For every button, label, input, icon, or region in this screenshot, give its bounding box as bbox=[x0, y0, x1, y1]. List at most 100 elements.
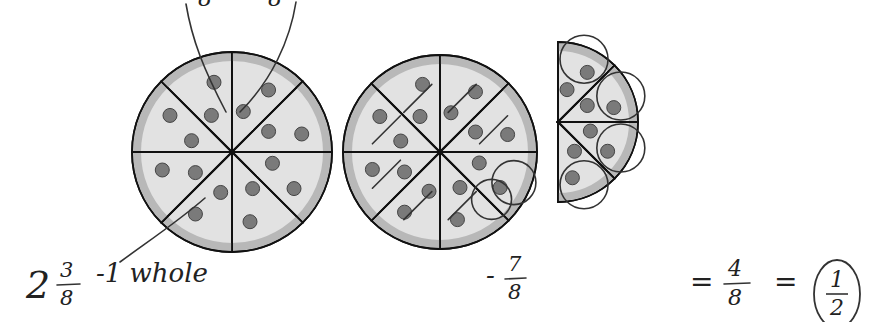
pepperoni bbox=[607, 101, 621, 115]
pepperoni bbox=[204, 108, 218, 122]
cross-out-mark bbox=[372, 116, 400, 144]
pepperoni bbox=[580, 65, 594, 79]
pencil-arc bbox=[186, 4, 226, 112]
pepperoni bbox=[501, 128, 515, 142]
pepperoni bbox=[262, 124, 276, 138]
pizza-slice bbox=[558, 65, 638, 122]
note: -1 whole bbox=[96, 260, 208, 286]
denominator: 8 bbox=[60, 288, 73, 309]
pizza-slice bbox=[132, 152, 232, 223]
pizza-slice bbox=[558, 122, 615, 202]
pencil-circle bbox=[560, 35, 608, 83]
pepperoni bbox=[243, 215, 257, 229]
fraction-digit: 8 bbox=[268, 0, 282, 10]
pepperoni bbox=[398, 205, 412, 219]
leader-line bbox=[120, 198, 205, 262]
pizza bbox=[558, 42, 638, 202]
pencil-circle bbox=[597, 124, 645, 172]
pepperoni bbox=[565, 171, 579, 185]
pizza-slice bbox=[343, 152, 440, 221]
pizza-crust bbox=[375, 60, 440, 87]
pepperoni bbox=[560, 83, 574, 97]
pepperoni bbox=[373, 110, 387, 124]
circled-answer: 12 bbox=[812, 258, 862, 322]
pepperoni bbox=[580, 99, 594, 113]
pepperoni bbox=[397, 165, 411, 179]
pepperoni bbox=[444, 106, 458, 120]
minus-sign: - bbox=[486, 262, 495, 288]
pepperoni bbox=[422, 184, 436, 198]
pepperoni bbox=[236, 105, 250, 119]
pizza-crust bbox=[505, 87, 532, 152]
pepperoni bbox=[567, 144, 581, 158]
pepperoni bbox=[413, 109, 427, 123]
numerator: 3 bbox=[60, 260, 73, 281]
pizza-slice bbox=[232, 81, 332, 152]
fraction-bar bbox=[826, 293, 848, 295]
pepperoni bbox=[246, 182, 260, 196]
pencil-marks bbox=[57, 2, 750, 285]
pizza-crust bbox=[348, 152, 375, 217]
pepperoni bbox=[472, 156, 486, 170]
pizza-slice bbox=[371, 55, 440, 152]
circle-outline bbox=[814, 260, 860, 322]
pencil-circle bbox=[560, 161, 608, 209]
denominator: 8 bbox=[508, 282, 521, 303]
denominator: 2 bbox=[830, 297, 844, 319]
fraction-bar bbox=[57, 284, 80, 285]
pepperoni bbox=[155, 163, 169, 177]
pencil-circle bbox=[492, 161, 536, 205]
numerator: 4 bbox=[728, 258, 742, 280]
numerator: 1 bbox=[830, 269, 844, 291]
pepperoni bbox=[262, 83, 276, 97]
cross-out-mark bbox=[480, 116, 508, 144]
equals-sign: = bbox=[690, 268, 713, 296]
pepperoni bbox=[468, 85, 482, 99]
pencil-arc bbox=[240, 2, 296, 112]
pizza-slice bbox=[371, 55, 440, 152]
pepperoni bbox=[469, 125, 483, 139]
pizza-slice bbox=[232, 152, 303, 252]
fraction-digit: 8 bbox=[198, 0, 212, 10]
cross-out-mark bbox=[372, 160, 400, 188]
pencil-circle bbox=[472, 179, 512, 219]
pepperoni bbox=[601, 144, 615, 158]
pizza-slice bbox=[558, 65, 638, 122]
cross-out-mark bbox=[404, 84, 432, 112]
pizza bbox=[132, 52, 332, 252]
pizza-slice bbox=[558, 122, 615, 202]
cross-out-mark bbox=[404, 192, 432, 220]
pepperoni bbox=[214, 185, 228, 199]
fraction-bar bbox=[724, 283, 750, 284]
pepperoni bbox=[365, 162, 379, 176]
pizza-crust bbox=[348, 87, 375, 152]
pizza-slice bbox=[343, 152, 440, 221]
pepperoni bbox=[265, 156, 279, 170]
pepperoni bbox=[163, 108, 177, 122]
cross-out-mark bbox=[448, 84, 476, 112]
pepperoni bbox=[188, 166, 202, 180]
whole-number: 2 bbox=[26, 266, 50, 304]
pizza-crust bbox=[440, 60, 505, 87]
pizza bbox=[343, 55, 537, 249]
pizza-slice bbox=[232, 152, 303, 252]
pizza-slice bbox=[232, 81, 332, 152]
pizza-crust bbox=[440, 217, 505, 244]
pepperoni bbox=[185, 134, 199, 148]
pencil-circle bbox=[597, 72, 645, 120]
pizza-slice bbox=[440, 83, 537, 152]
pizza-slice bbox=[440, 83, 537, 152]
pepperoni bbox=[394, 134, 408, 148]
pizza-slice bbox=[132, 152, 232, 223]
fraction-bar bbox=[505, 278, 526, 279]
denominator: 8 bbox=[728, 287, 742, 309]
pepperoni bbox=[493, 180, 507, 194]
equals-sign: = bbox=[774, 268, 797, 296]
pepperoni bbox=[453, 181, 467, 195]
pizza-crust bbox=[375, 217, 440, 244]
pepperoni bbox=[583, 124, 597, 138]
pepperoni bbox=[287, 182, 301, 196]
numerator: 7 bbox=[508, 254, 521, 275]
pepperoni bbox=[295, 127, 309, 141]
